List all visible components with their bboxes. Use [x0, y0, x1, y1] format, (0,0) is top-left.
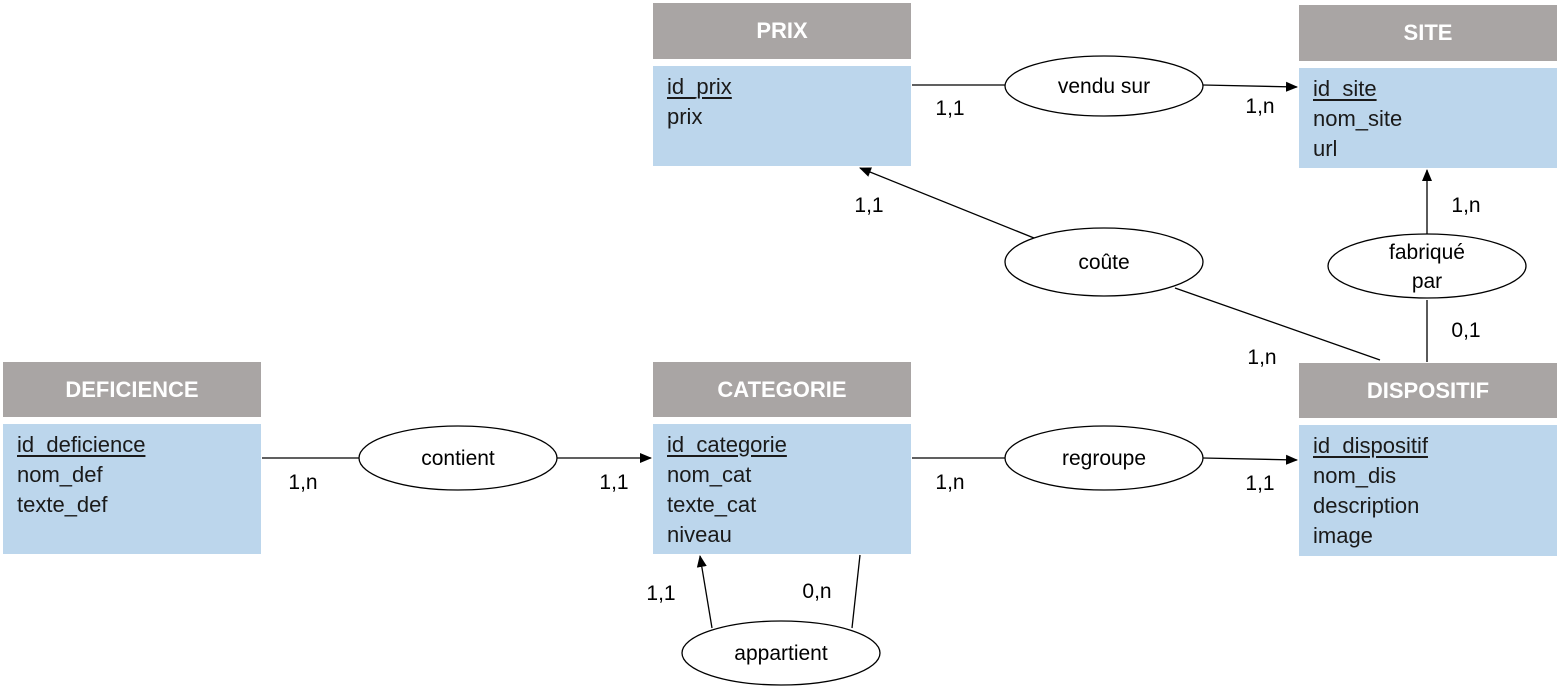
entity-categorie-attributes: id_categorie nom_cat texte_cat niveau — [653, 424, 911, 554]
entity-site-title: SITE — [1299, 5, 1557, 61]
attr-id-site: id_site — [1313, 76, 1377, 101]
line-regroupe-right — [1202, 454, 1298, 465]
attr-id-dispositif: id_dispositif — [1313, 433, 1428, 458]
entity-deficience-title: DEFICIENCE — [3, 362, 261, 417]
card-fabrique-par-dispositif: 0,1 — [1451, 319, 1480, 342]
card-regroupe-dispositif: 1,1 — [1245, 472, 1274, 495]
attr-texte-cat: texte_cat — [667, 492, 757, 517]
attr-texte-def: texte_def — [17, 492, 108, 517]
attr-nom-def: nom_def — [17, 462, 103, 487]
relation-coute — [1004, 227, 1204, 297]
line-appartient-left — [696, 555, 713, 629]
relation-contient-label: contient — [421, 447, 495, 470]
line-vendu-sur-right — [1202, 81, 1298, 92]
entity-dispositif: DISPOSITIF id_dispositif nom_dis descrip… — [1299, 363, 1557, 556]
attr-id-categorie: id_categorie — [667, 432, 787, 457]
line-appartient-right — [851, 554, 861, 629]
relation-fabrique-par — [1327, 233, 1527, 299]
card-fabrique-par-site: 1,n — [1451, 194, 1480, 217]
entity-prix-attributes: id_prix prix — [653, 66, 911, 166]
entity-site-attributes: id_site nom_site url — [1299, 68, 1557, 168]
attr-prix: prix — [667, 104, 703, 129]
entity-prix-title: PRIX — [653, 3, 911, 59]
relation-regroupe-label: regroupe — [1062, 447, 1146, 470]
attr-nom-dis: nom_dis — [1313, 463, 1397, 488]
relation-vendu-sur — [1004, 55, 1204, 117]
card-contient-deficience: 1,n — [288, 471, 317, 494]
card-coute-dispositif: 1,n — [1247, 346, 1276, 369]
card-vendu-sur-prix: 1,1 — [935, 97, 964, 120]
attr-id-deficience: id_deficience — [17, 432, 146, 457]
attr-niveau: niveau — [667, 522, 732, 547]
card-appartient-right: 0,n — [802, 580, 831, 603]
card-regroupe-categorie: 1,n — [935, 471, 964, 494]
attr-id-prix: id_prix — [667, 74, 732, 99]
entity-deficience: DEFICIENCE id_deficience nom_def texte_d… — [3, 362, 261, 554]
entity-prix: PRIX id_prix prix — [653, 3, 911, 166]
entity-site: SITE id_site nom_site url — [1299, 5, 1557, 168]
entity-categorie: CATEGORIE id_categorie nom_cat texte_cat… — [653, 362, 911, 554]
line-coute-down — [1174, 287, 1381, 361]
attr-nom-cat: nom_cat — [667, 462, 752, 487]
card-appartient-left: 1,1 — [646, 582, 675, 605]
attr-url: url — [1313, 136, 1338, 161]
entity-dispositif-title: DISPOSITIF — [1299, 363, 1557, 418]
entity-dispositif-attributes: id_dispositif nom_dis description image — [1299, 425, 1557, 556]
line-coute-up — [859, 167, 1035, 239]
entity-categorie-title: CATEGORIE — [653, 362, 911, 417]
card-vendu-sur-site: 1,n — [1245, 95, 1274, 118]
card-contient-categorie: 1,1 — [599, 471, 628, 494]
relation-coute-label: coûte — [1078, 251, 1129, 274]
attr-nom-site: nom_site — [1313, 106, 1403, 131]
card-coute-prix: 1,1 — [854, 194, 883, 217]
relation-fabrique-par-label-1: fabriqué — [1389, 241, 1465, 264]
attr-image: image — [1313, 523, 1373, 548]
relation-fabrique-par-label-2: par — [1412, 270, 1442, 293]
relation-appartient — [681, 620, 881, 686]
entity-deficience-attributes: id_deficience nom_def texte_def — [3, 424, 261, 554]
relation-appartient-label: appartient — [734, 642, 828, 665]
relation-regroupe — [1004, 425, 1204, 491]
relation-contient — [358, 425, 558, 491]
attr-description: description — [1313, 493, 1420, 518]
relation-vendu-sur-label: vendu sur — [1058, 75, 1150, 98]
